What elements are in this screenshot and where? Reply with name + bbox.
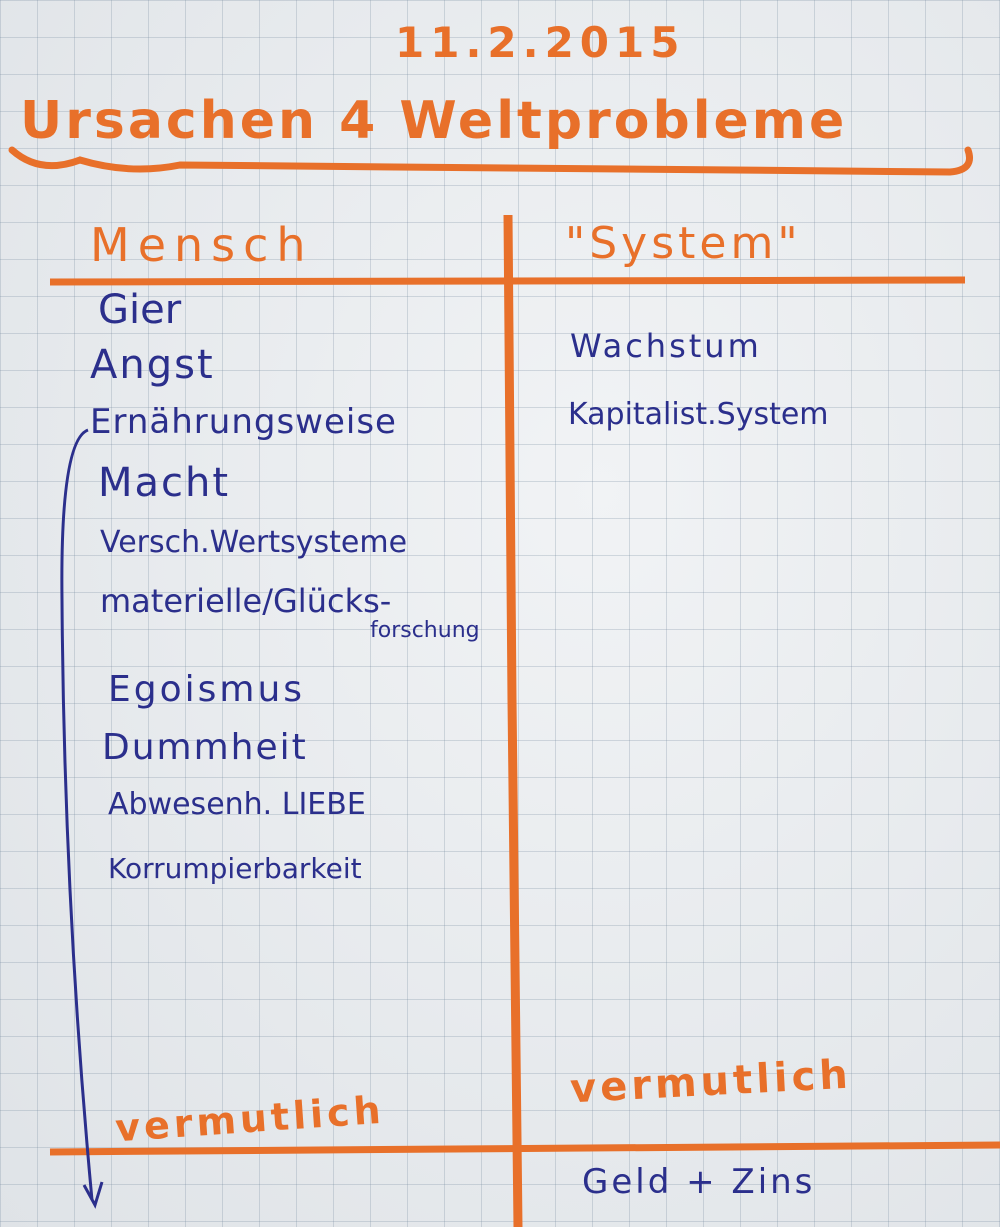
list-item: Angst bbox=[90, 342, 215, 388]
list-item: Wachstum bbox=[570, 327, 762, 365]
list-item: Abwesenh. LIEBE bbox=[108, 787, 366, 822]
title-wavy-underline bbox=[8, 146, 973, 176]
down-arrow bbox=[60, 428, 94, 1201]
list-item: Macht bbox=[98, 460, 231, 506]
list-item: Dummheit bbox=[102, 727, 308, 768]
list-item: Egoismus bbox=[108, 669, 306, 710]
list-item: Gier bbox=[98, 287, 182, 333]
left-column-header: Mensch bbox=[90, 218, 314, 272]
date: 11.2.2015 bbox=[395, 18, 686, 67]
list-item: Versch.Wertsysteme bbox=[100, 525, 408, 560]
header-divider bbox=[49, 276, 966, 286]
list-item: Kapitalist.System bbox=[568, 397, 829, 432]
list-item: Ernährungsweise bbox=[90, 402, 397, 442]
right-column-header: "System" bbox=[565, 218, 802, 269]
column-divider bbox=[503, 214, 523, 1227]
page-title: Ursachen 4 Weltprobleme bbox=[20, 91, 848, 151]
conclusion: Geld + Zins bbox=[582, 1162, 816, 1202]
list-item: forschung bbox=[370, 618, 480, 643]
footer-divider bbox=[49, 1141, 1000, 1156]
list-item: materielle/Glücks- bbox=[100, 582, 392, 620]
arrow-head-icon bbox=[82, 1181, 104, 1209]
list-item: Korrumpierbarkeit bbox=[108, 852, 362, 885]
